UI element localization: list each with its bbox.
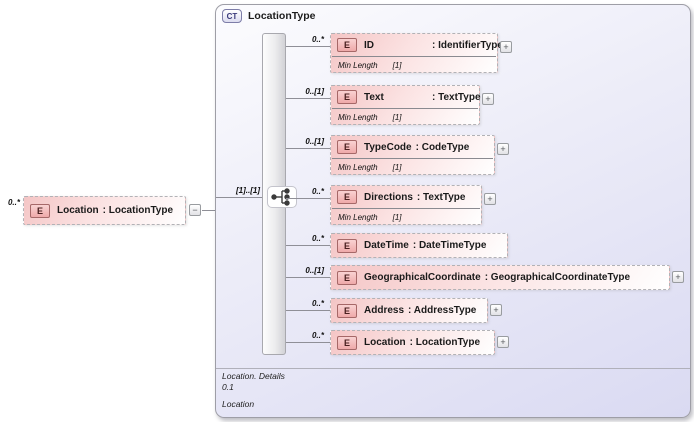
root-collapse-button[interactable]: − (189, 204, 201, 216)
element-datetime-node[interactable]: E DateTime : DateTimeType (330, 233, 508, 258)
facet-label: Min Length (338, 212, 378, 222)
cardinality-label: 0..* (311, 331, 324, 340)
connector-line (286, 148, 330, 149)
expand-button[interactable]: + (497, 336, 509, 348)
root-element-node[interactable]: E Location : LocationType (23, 196, 186, 225)
element-name: DateTime (364, 240, 409, 251)
complextype-title: LocationType (248, 10, 316, 22)
element-geographicalcoordinate-node[interactable]: E GeographicalCoordinate : GeographicalC… (330, 265, 670, 290)
cardinality-label: 0..* (311, 187, 324, 196)
facet-label: Min Length (338, 60, 378, 70)
facet-label: Min Length (338, 162, 378, 172)
footer-detail-occurrence: 0.1 (222, 382, 234, 392)
element-name: Address (364, 305, 405, 316)
element-icon: E (337, 335, 357, 350)
facet-value: [1] (392, 212, 402, 222)
footer-detail-title: Location. Details (222, 371, 285, 381)
divider (332, 56, 496, 57)
expand-button[interactable]: + (482, 93, 494, 105)
element-name: Text (364, 91, 384, 103)
element-type: : IdentifierType (432, 39, 503, 51)
cardinality-label: 0..* (311, 299, 324, 308)
element-type: : AddressType (408, 305, 477, 316)
element-directions-node[interactable]: E Directions : TextType Min Length [1] (330, 185, 482, 225)
element-id-node[interactable]: E ID : IdentifierType Min Length [1] (330, 33, 503, 73)
element-name: GeographicalCoordinate (364, 272, 481, 283)
element-icon: E (337, 190, 357, 204)
root-element-type: : LocationType (102, 205, 174, 216)
expand-button[interactable]: + (500, 41, 512, 53)
divider (332, 158, 493, 159)
element-icon: E (337, 90, 357, 104)
sequence-cardinality: [1]..[1] (236, 186, 260, 195)
facet-value: [1] (392, 162, 402, 172)
element-text-node[interactable]: E Text : TextType Min Length [1] (330, 85, 481, 125)
element-name: Directions (364, 191, 413, 203)
element-icon: E (337, 238, 357, 253)
element-icon: E (337, 303, 357, 318)
connector-line (286, 245, 330, 246)
expand-button[interactable]: + (490, 304, 502, 316)
facet-value: [1] (392, 112, 402, 122)
expand-button[interactable]: + (672, 271, 684, 283)
element-icon: E (30, 203, 50, 218)
expand-button[interactable]: + (484, 193, 496, 205)
facet-value: [1] (392, 60, 402, 70)
cardinality-label: 0..* (311, 35, 324, 44)
sequence-connector-line (216, 197, 271, 198)
facet-label: Min Length (338, 112, 378, 122)
cardinality-label: 0..[1] (305, 87, 324, 96)
element-icon: E (337, 140, 357, 154)
element-name: Location (364, 337, 406, 348)
element-address-node[interactable]: E Address : AddressType (330, 298, 488, 323)
element-icon: E (337, 38, 357, 52)
element-type: : CodeType (415, 141, 470, 153)
root-element-name: Location (57, 205, 99, 216)
complextype-icon: CT (222, 9, 242, 23)
element-name: TypeCode (364, 141, 412, 153)
connector-line (286, 98, 330, 99)
footer-detail-name: Location (222, 399, 255, 409)
cardinality-label: 0..[1] (305, 266, 324, 275)
connector-line (286, 46, 330, 47)
root-cardinality: 0..* (7, 198, 20, 207)
element-name: ID (364, 39, 374, 51)
expand-button[interactable]: + (497, 143, 509, 155)
connector-line (286, 342, 330, 343)
connector-line (286, 310, 330, 311)
connector-line (286, 277, 330, 278)
footer-divider (216, 368, 690, 369)
divider (332, 108, 478, 109)
connector-line (286, 198, 330, 199)
cardinality-label: 0..[1] (305, 137, 324, 146)
element-type: : TextType (416, 191, 466, 203)
element-type: : LocationType (409, 337, 481, 348)
element-type: : TextType (432, 91, 481, 103)
divider (332, 208, 480, 209)
cardinality-label: 0..* (311, 234, 324, 243)
sequence-icon[interactable] (267, 186, 297, 208)
root-connector-line (202, 210, 216, 211)
element-type: : GeographicalCoordinateType (484, 272, 631, 283)
element-icon: E (337, 270, 357, 285)
element-typecode-node[interactable]: E TypeCode : CodeType Min Length [1] (330, 135, 495, 175)
element-location-child-node[interactable]: E Location : LocationType (330, 330, 495, 355)
element-type: : DateTimeType (412, 240, 487, 251)
